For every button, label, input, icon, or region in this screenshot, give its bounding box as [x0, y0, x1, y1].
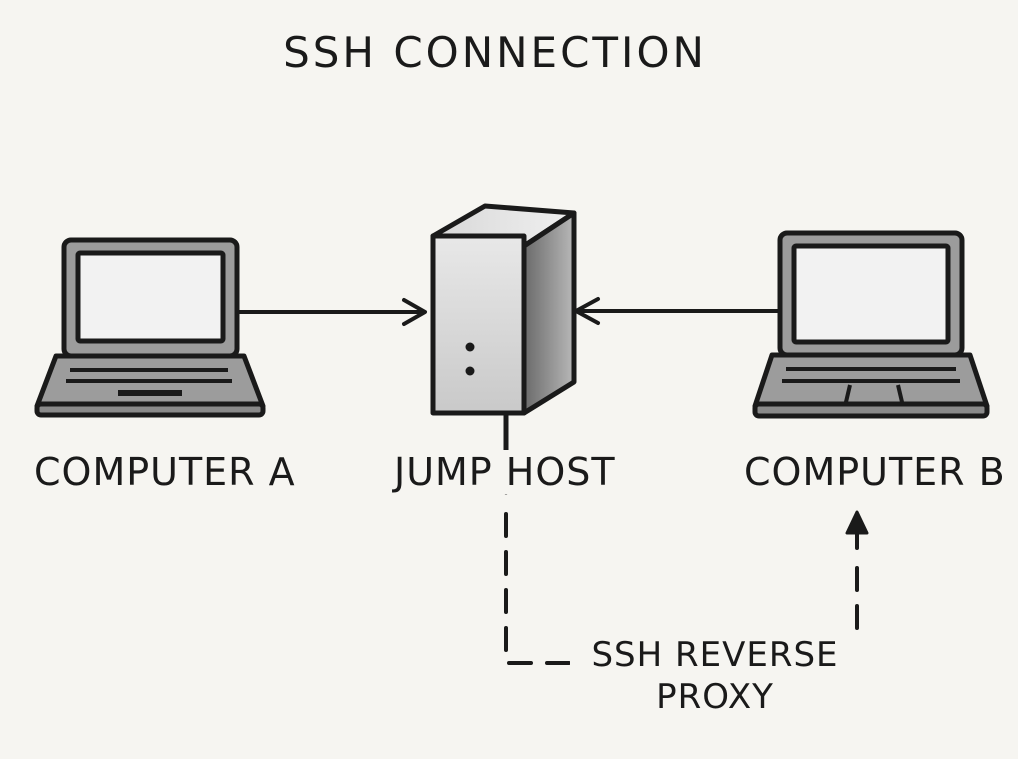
jump-host-label: JUMP HOST	[388, 450, 622, 494]
jump-host-server-tower-icon	[430, 203, 577, 416]
computer-a-laptop-icon	[34, 237, 266, 418]
ssh-reverse-proxy-label: SSH REVERSE PROXY	[570, 634, 860, 718]
diagram-title: SSH CONNECTION	[283, 28, 707, 77]
computer-a-label: COMPUTER A	[34, 450, 296, 494]
computer-b-label: COMPUTER B	[744, 450, 1006, 494]
computer-b-laptop-icon	[752, 230, 990, 419]
edge-computer-b-to-jump-host	[574, 297, 780, 325]
edge-computer-a-to-jump-host	[237, 298, 427, 326]
